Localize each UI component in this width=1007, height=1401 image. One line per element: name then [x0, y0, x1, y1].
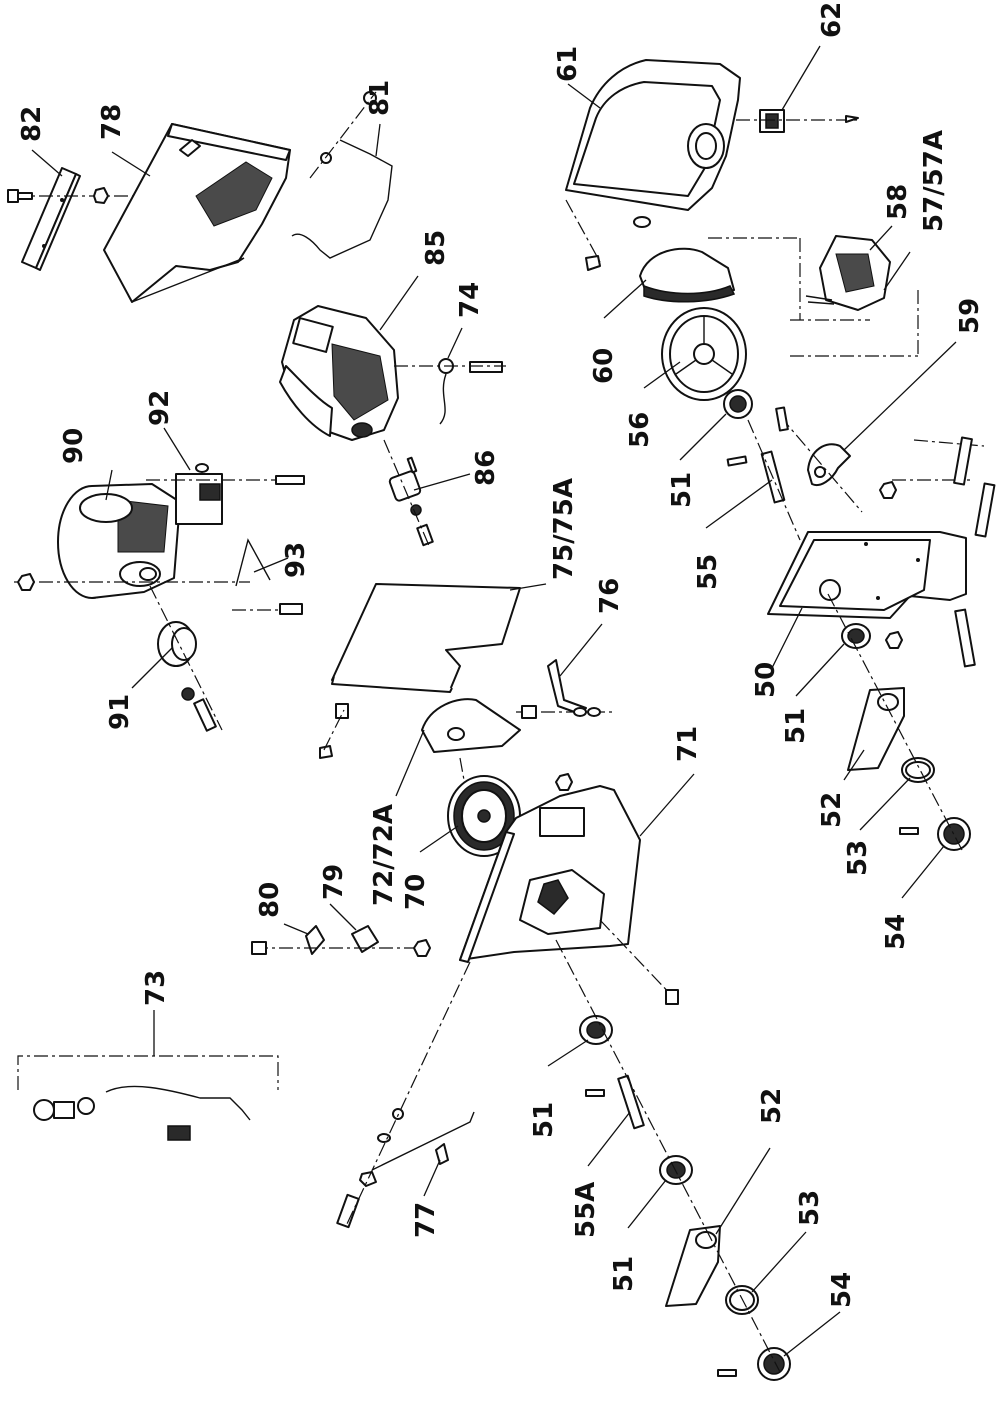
callout-51-top: 51	[667, 472, 697, 508]
callout-51-mid: 51	[529, 1102, 559, 1138]
callout-53-low: 53	[795, 1190, 825, 1226]
part-86-coupling	[388, 456, 434, 547]
callout-55A: 55A	[571, 1182, 601, 1238]
callout-60: 60	[589, 348, 619, 384]
part-85-engine	[279, 305, 399, 441]
part-82-cover-plate	[21, 167, 81, 271]
leader-lines	[31, 45, 957, 1357]
callout-79: 79	[319, 864, 349, 900]
callout-71: 71	[673, 726, 703, 762]
callout-57-57A: 57/57A	[919, 130, 949, 232]
part-79-bolt	[251, 939, 431, 957]
callout-74: 74	[455, 282, 485, 318]
part-71-main-frame	[459, 785, 641, 963]
part-51-bearing-low	[659, 1155, 693, 1185]
part-72-guard	[421, 698, 521, 753]
part-75-base-plate	[331, 583, 521, 693]
callout-80: 80	[255, 882, 285, 918]
callout-72-72A: 72/72A	[369, 804, 399, 906]
callout-51-right: 51	[781, 708, 811, 744]
part-71-bolt	[665, 989, 679, 1005]
part-91-pulley-hub	[157, 621, 217, 732]
callout-90: 90	[59, 428, 89, 464]
callout-70: 70	[401, 874, 431, 910]
part-56-pulley	[661, 307, 747, 401]
callout-82: 82	[17, 106, 47, 142]
callout-56: 56	[625, 412, 655, 448]
part-61-housing	[565, 59, 741, 211]
callout-62: 62	[817, 2, 847, 38]
part-54-gear-right	[899, 817, 971, 851]
part-53-ring-right	[901, 757, 935, 783]
part-62-switch	[759, 109, 785, 133]
part-55-shaft	[726, 450, 786, 504]
callout-54-low: 54	[827, 1272, 857, 1308]
part-52-bracket-right	[847, 687, 905, 771]
callout-58: 58	[883, 184, 913, 220]
part-74-sensor	[438, 358, 503, 425]
part-54-gear-low	[717, 1347, 791, 1381]
part-50-housing-plate	[767, 531, 967, 619]
part-73-kit	[17, 1055, 279, 1141]
part-90-electric-motor	[57, 483, 181, 599]
callout-53-right: 53	[843, 840, 873, 876]
part-92-switch-box	[175, 463, 223, 525]
callout-76: 76	[595, 578, 625, 614]
part-51-bearing-right	[841, 623, 871, 649]
part-93-bracket	[235, 538, 271, 587]
part-55A-shaft	[585, 1074, 645, 1130]
part-79-hinge	[351, 925, 379, 953]
callout-77: 77	[411, 1202, 441, 1238]
callout-86: 86	[471, 450, 501, 486]
part-50-bolts	[879, 436, 996, 668]
callout-75-75A: 75/75A	[549, 478, 579, 580]
part-77-rod	[336, 1108, 475, 1229]
part-61-clip	[585, 255, 601, 271]
part-71-nut	[555, 773, 573, 791]
part-51-bearing-top	[723, 389, 753, 419]
callout-50: 50	[751, 662, 781, 698]
callout-52-low: 52	[757, 1088, 787, 1124]
part-52-bracket-low	[665, 1225, 721, 1307]
part-82-nut	[93, 187, 109, 204]
part-90-nut	[17, 573, 35, 591]
callout-91: 91	[105, 694, 135, 730]
part-59-latch	[807, 443, 851, 486]
callout-93: 93	[281, 542, 311, 578]
callout-59: 59	[955, 298, 985, 334]
callout-92: 92	[145, 390, 175, 426]
part-59-bolt	[775, 406, 789, 432]
part-58-motor	[805, 235, 891, 311]
callout-85: 85	[421, 230, 451, 266]
part-76-bracket	[547, 659, 587, 715]
part-78-shroud	[103, 123, 291, 303]
callout-61: 61	[553, 46, 583, 82]
part-70-pulley	[447, 775, 521, 857]
callout-73: 73	[141, 970, 171, 1006]
callout-51-low: 51	[609, 1256, 639, 1292]
callout-78: 78	[97, 104, 127, 140]
callout-52-right: 52	[817, 792, 847, 828]
part-82-bolt	[7, 189, 33, 203]
callout-81: 81	[365, 80, 395, 116]
part-75-fastener	[319, 703, 349, 759]
callout-55: 55	[693, 554, 723, 590]
callout-54-right: 54	[881, 914, 911, 950]
part-60-belt-cover	[633, 216, 736, 303]
part-80-bracket	[305, 925, 325, 955]
callout-labels: 82 78 81 61 62 58 57/57A 85 74 60 56 59 …	[17, 2, 985, 1308]
